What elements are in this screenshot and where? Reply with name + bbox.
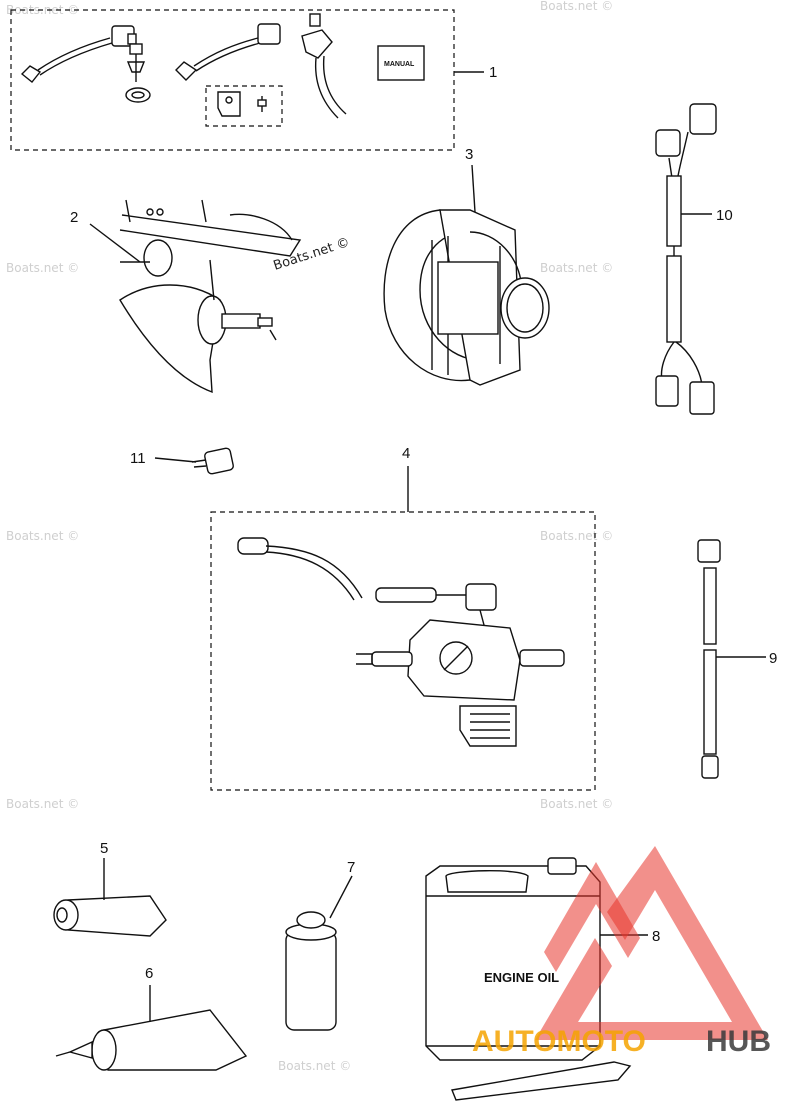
callout-10: 10 <box>716 207 733 224</box>
part-4-switch: 4 <box>210 445 596 791</box>
part-6-tube: 6 <box>55 965 248 1071</box>
callout-6: 6 <box>145 965 153 982</box>
logo-triangle-inner <box>544 862 640 972</box>
part-5-tube: 5 <box>53 840 167 937</box>
part-11-screw: 11 <box>130 447 234 475</box>
watermark-text: Boats.net © <box>540 797 613 811</box>
part-1-kit: MANUAL 1 <box>10 9 497 151</box>
watermark-text: Boats.net © <box>540 529 613 543</box>
part-10-harness: 10 <box>655 103 733 415</box>
callout-2: 2 <box>70 209 78 226</box>
watermark-text: Boats.net © <box>540 261 613 275</box>
part-2-assembly: 2 <box>70 199 302 394</box>
callout-3: 3 <box>465 146 473 163</box>
watermark-text: Boats.net © <box>6 529 79 543</box>
watermark-text: Boats.net © <box>540 0 613 13</box>
part-7-can: 7 <box>285 859 355 1031</box>
callout-9: 9 <box>769 650 777 667</box>
part-3-rotor: 3 <box>383 146 550 386</box>
watermark-text: Boats.net © <box>278 1059 351 1073</box>
automotohub-logo: AUTOMOTO HUB <box>472 846 771 1058</box>
callout-8: 8 <box>652 928 660 945</box>
callout-1: 1 <box>489 64 497 81</box>
watermark-text: Boats.net © <box>6 797 79 811</box>
jug-label: ENGINE OIL <box>484 970 559 985</box>
callout-5: 5 <box>100 840 108 857</box>
logo-text-automoto: AUTOMOTO <box>472 1025 646 1058</box>
callout-4: 4 <box>402 445 410 462</box>
callout-7: 7 <box>347 859 355 876</box>
logo-text-hub: HUB <box>706 1025 771 1058</box>
part-9-wire: 9 <box>697 539 777 779</box>
watermark-text: Boats.net © <box>6 261 79 275</box>
manual-tag-label: MANUAL <box>384 61 415 68</box>
callout-11: 11 <box>130 450 146 467</box>
logo-triangle-outer <box>535 846 768 1040</box>
